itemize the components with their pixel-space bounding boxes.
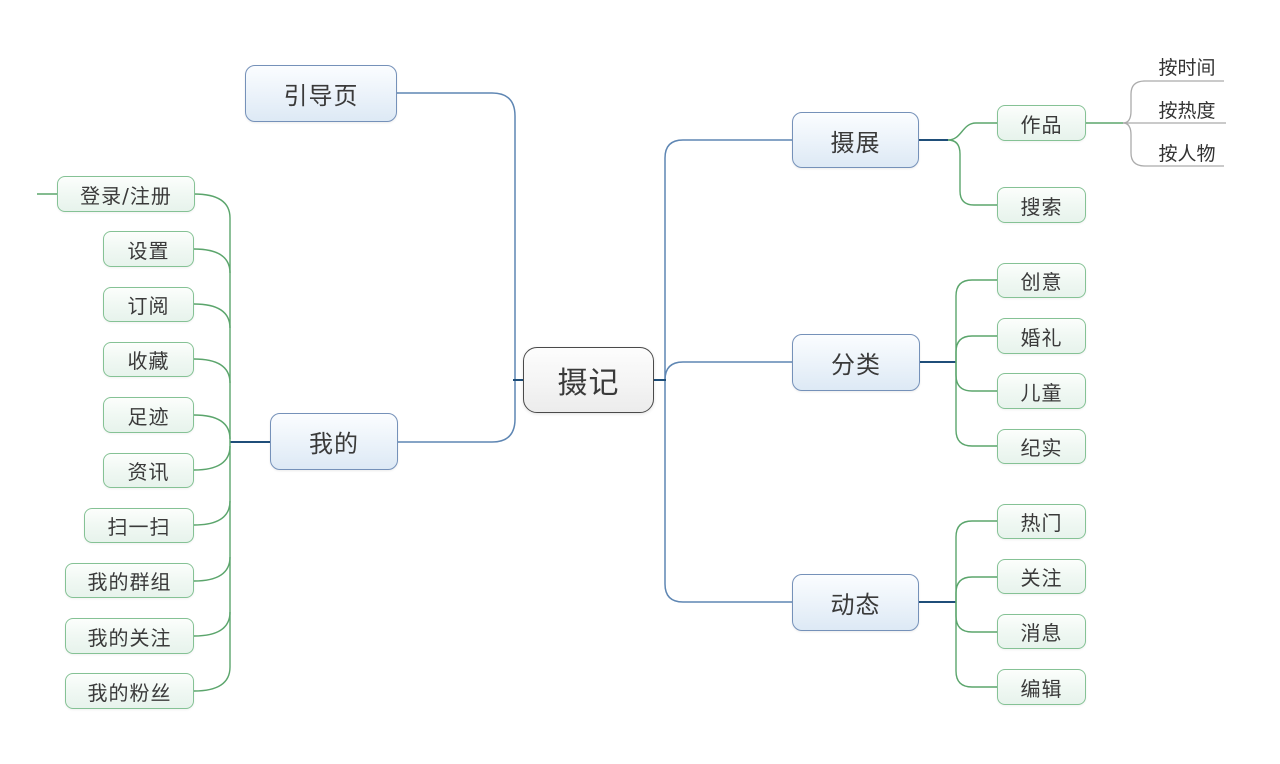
stub-connectors <box>230 139 956 603</box>
connector-follow <box>955 576 997 602</box>
node-follow[interactable]: 关注 <box>997 559 1086 594</box>
node-login-register[interactable]: 登录/注册 <box>57 176 195 212</box>
node-guide-page[interactable]: 引导页 <box>245 65 397 122</box>
level3-connectors <box>1122 80 1226 167</box>
node-hot[interactable]: 热门 <box>997 504 1086 539</box>
node-works[interactable]: 作品 <box>997 105 1086 141</box>
connector-search <box>947 139 997 206</box>
node-footprints[interactable]: 足迹 <box>103 397 194 433</box>
connector-scan <box>193 500 231 526</box>
connector-edit <box>955 602 997 688</box>
connector-news <box>193 445 231 471</box>
connector-favorites <box>193 358 231 384</box>
connector-my-groups <box>193 556 231 582</box>
connector-hot <box>955 520 997 602</box>
node-search[interactable]: 搜索 <box>997 187 1086 223</box>
node-by-popularity[interactable]: 按热度 <box>1158 99 1216 122</box>
connector-footprints <box>193 414 231 440</box>
connector-subscribe <box>193 303 231 329</box>
node-documentary[interactable]: 纪实 <box>997 429 1086 464</box>
connector-message <box>955 602 997 633</box>
connector-mine-trunk <box>398 380 516 443</box>
connector-wedding <box>955 335 997 362</box>
node-moments[interactable]: 动态 <box>792 574 919 631</box>
node-news[interactable]: 资讯 <box>103 453 194 488</box>
node-favorites[interactable]: 收藏 <box>103 342 194 377</box>
node-scan[interactable]: 扫一扫 <box>84 508 194 543</box>
node-wedding[interactable]: 婚礼 <box>997 318 1086 354</box>
node-category[interactable]: 分类 <box>792 334 920 391</box>
node-my-fans[interactable]: 我的粉丝 <box>65 673 194 709</box>
level2-connectors <box>37 122 1123 692</box>
node-exhibition[interactable]: 摄展 <box>792 112 919 168</box>
connector-by-person <box>1122 122 1224 167</box>
connector-by-time <box>1122 80 1224 124</box>
node-by-time[interactable]: 按时间 <box>1158 56 1216 79</box>
connector-root-exhibition <box>664 139 792 380</box>
connector-root-category <box>664 361 792 381</box>
node-mine[interactable]: 我的 <box>270 413 398 470</box>
connector-settings <box>193 248 231 274</box>
node-my-follows[interactable]: 我的关注 <box>65 618 194 654</box>
node-by-person[interactable]: 按人物 <box>1158 142 1216 165</box>
level1-connectors <box>397 92 792 603</box>
node-settings[interactable]: 设置 <box>103 231 194 267</box>
connector-guide-trunk <box>397 92 516 380</box>
connector-root-moments <box>664 380 792 603</box>
node-creative[interactable]: 创意 <box>997 263 1086 298</box>
connector-works <box>947 122 997 141</box>
connector-my-fans <box>193 666 231 692</box>
node-subscribe[interactable]: 订阅 <box>103 287 194 322</box>
connector-children <box>955 362 997 392</box>
node-my-groups[interactable]: 我的群组 <box>65 563 194 598</box>
connector-creative <box>955 279 997 362</box>
connector-my-follows <box>193 611 231 637</box>
node-message[interactable]: 消息 <box>997 614 1086 649</box>
node-root[interactable]: 摄记 <box>523 347 654 413</box>
node-children-cat[interactable]: 儿童 <box>997 373 1086 409</box>
connector-documentary <box>955 362 997 447</box>
connector-login <box>193 193 231 219</box>
node-edit[interactable]: 编辑 <box>997 669 1086 705</box>
